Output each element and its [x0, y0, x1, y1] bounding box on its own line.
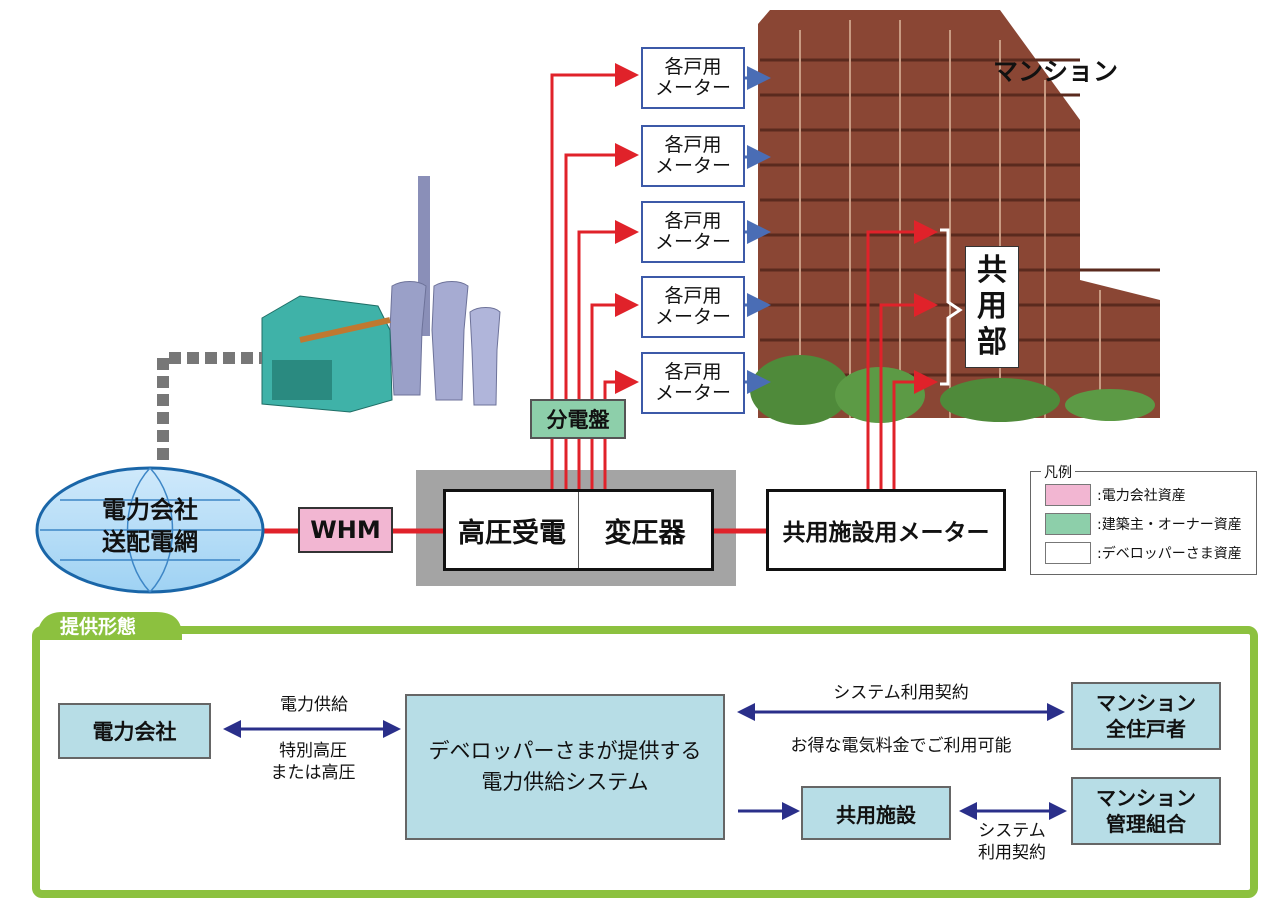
legend-label: :電力会社資産 — [1097, 488, 1186, 504]
benefit-label: お得な電気料金でご利用可能 — [790, 736, 1012, 756]
common-area-char: 用 — [977, 289, 1007, 324]
common-feed-lines — [866, 220, 938, 489]
unit-meter-1: 各戸用 メーター — [641, 47, 745, 109]
unit-meter-label-line2: メーター — [654, 306, 731, 328]
supply-label: 電力供給 — [280, 695, 348, 715]
developer-system-line1: デベロッパーさまが提供する — [428, 739, 702, 763]
unit-meter-label-line1: 各戸用 — [664, 56, 722, 78]
legend-swatch — [1045, 542, 1091, 564]
power-company-box: 電力会社 — [58, 703, 211, 759]
substation-box: 高圧受電 変圧器 — [443, 489, 714, 571]
service-tab-shape — [36, 612, 182, 646]
whm-box: WHM — [298, 507, 393, 553]
voltage-label-line1: 特別高圧 — [279, 741, 347, 761]
unit-meter-3: 各戸用 メーター — [641, 201, 745, 263]
grid-label: 電力会社 送配電網 — [82, 494, 218, 558]
generation-link-dashed — [157, 352, 262, 460]
association-line2: 管理組合 — [1106, 812, 1186, 836]
apartment-building-image — [750, 10, 1160, 425]
unit-meter-label-line1: 各戸用 — [664, 134, 722, 156]
grid-ellipse — [35, 466, 265, 594]
common-area-char: 共 — [977, 253, 1007, 288]
power-plant-image — [261, 176, 501, 413]
legend-swatch — [1045, 484, 1091, 506]
grid-label-line1: 電力会社 — [102, 496, 198, 524]
legend-label: :デベロッパーさま資産 — [1097, 546, 1242, 562]
unit-meter-label-line2: メーター — [654, 77, 731, 99]
legend-title: 凡例 — [1041, 462, 1075, 482]
unit-meter-label-line2: メーター — [654, 155, 731, 177]
voltage-label-line2: または高圧 — [270, 763, 356, 783]
high-voltage-receiving: 高圧受電 — [446, 492, 579, 568]
association-line1: マンション — [1096, 786, 1196, 810]
unit-meter-label-line2: メーター — [654, 382, 731, 404]
service-tab-label: 提供形態 — [60, 616, 137, 638]
unit-meter-label-line2: メーター — [654, 231, 731, 253]
unit-meter-label-line1: 各戸用 — [664, 361, 722, 383]
common-area-char: 部 — [977, 325, 1007, 360]
legend-swatch — [1045, 513, 1091, 535]
legend-item-owner: :建築主・オーナー資産 — [1045, 511, 1242, 537]
contract-label-bottom: システム 利用契約 — [960, 820, 1064, 864]
legend-label: :建築主・オーナー資産 — [1097, 517, 1242, 533]
common-facility-meter: 共用施設用メーター — [766, 489, 1006, 571]
contract-bottom-line1: システム — [978, 821, 1046, 841]
unit-meter-label-line1: 各戸用 — [664, 210, 722, 232]
voltage-label: 特別高圧 または高圧 — [248, 740, 378, 784]
unit-meter-4: 各戸用 メーター — [641, 276, 745, 338]
unit-meter-5: 各戸用 メーター — [641, 352, 745, 414]
unit-meter-label-line1: 各戸用 — [664, 285, 722, 307]
grid-label-line2: 送配電網 — [102, 528, 198, 556]
developer-system-box: デベロッパーさまが提供する 電力供給システム — [405, 694, 725, 840]
developer-system-line2: 電力供給システム — [481, 770, 649, 794]
legend-item-power-company: :電力会社資産 — [1045, 482, 1186, 508]
meter-to-unit-arrows — [745, 66, 771, 394]
contract-bottom-line2: 利用契約 — [978, 843, 1046, 863]
distribution-board: 分電盤 — [530, 399, 626, 439]
residents-box: マンション 全住戸者 — [1071, 682, 1221, 750]
common-facility-box: 共用施設 — [801, 786, 951, 840]
unit-meter-2: 各戸用 メーター — [641, 125, 745, 187]
contract-label-top: システム利用契約 — [833, 683, 969, 703]
building-label: マンション — [993, 57, 1119, 86]
common-area-bracket — [940, 228, 963, 386]
transformer: 変圧器 — [604, 517, 686, 549]
association-box: マンション 管理組合 — [1071, 777, 1221, 845]
service-arrows — [223, 703, 1067, 820]
legend-item-developer: :デベロッパーさま資産 — [1045, 540, 1242, 566]
legend: 凡例 :電力会社資産 :建築主・オーナー資産 :デベロッパーさま資産 — [1030, 462, 1257, 575]
residents-line1: マンション — [1096, 691, 1196, 715]
common-area-box: 共 用 部 — [965, 246, 1019, 368]
residents-line2: 全住戸者 — [1106, 717, 1186, 741]
